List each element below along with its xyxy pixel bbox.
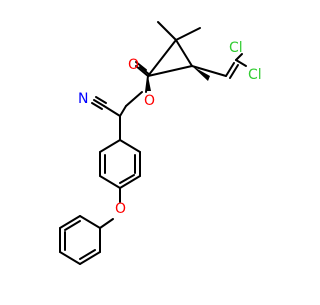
bond [135, 65, 149, 77]
bond [147, 65, 193, 77]
bond [59, 251, 81, 265]
bond [191, 65, 227, 77]
bond [99, 139, 121, 153]
bond [225, 62, 235, 77]
bond [103, 105, 121, 117]
bond [119, 175, 141, 189]
bond [64, 220, 81, 231]
bond [79, 215, 101, 229]
bond [135, 61, 147, 71]
bond [229, 64, 239, 79]
bonds [59, 21, 247, 265]
carbonyl-bond [135, 61, 151, 76]
bond [139, 66, 151, 76]
bond [147, 39, 177, 77]
structure-canvas: O O N O Cl Cl [59, 21, 262, 265]
bond [99, 218, 114, 229]
bond [99, 175, 121, 189]
bond [125, 91, 143, 107]
bond [119, 174, 135, 184]
bond [93, 99, 105, 107]
oxygen-label: O [128, 57, 139, 73]
wedge-bond [192, 66, 210, 81]
bond [175, 27, 201, 41]
chlorine-label: Cl [248, 67, 262, 83]
bond [175, 39, 193, 67]
nitrogen-label: N [78, 91, 88, 107]
bond [79, 249, 96, 260]
bond [91, 102, 103, 110]
bond [157, 21, 177, 41]
bond [59, 215, 81, 229]
oxygen-label: O [144, 93, 155, 109]
molecule-structure: O O N O Cl Cl [59, 21, 262, 265]
bond [79, 251, 101, 265]
bond [119, 105, 127, 117]
bond [95, 96, 107, 104]
oxygen-label: O [115, 201, 126, 217]
wedge-bond [146, 76, 151, 91]
bond [119, 139, 141, 153]
bond [235, 59, 247, 67]
chlorine-label: Cl [229, 40, 243, 56]
bond [235, 53, 243, 61]
